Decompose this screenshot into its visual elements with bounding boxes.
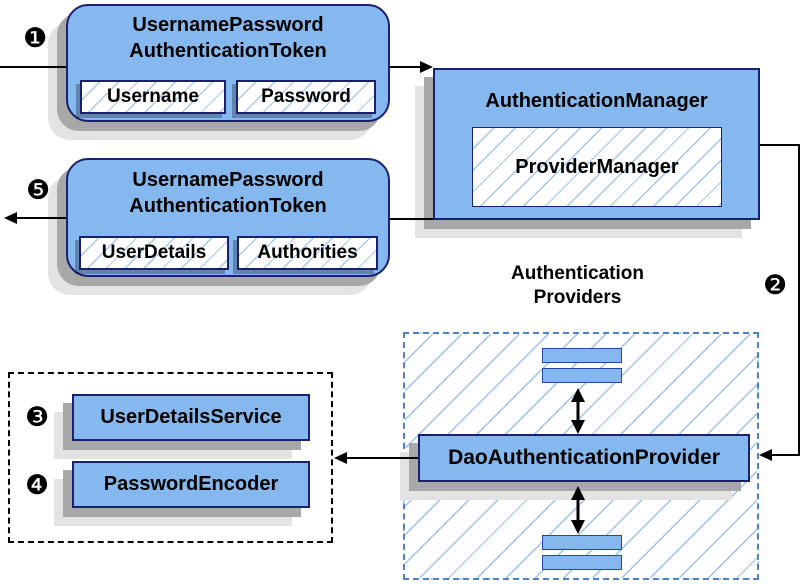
- authorities-field-box: Authorities: [237, 236, 378, 270]
- username-field-box: Username: [80, 80, 226, 114]
- step-3-badge: ❸: [25, 402, 50, 433]
- password-encoder-node: PasswordEncoder: [72, 461, 310, 508]
- provider-slot-bottom-2: [542, 555, 622, 570]
- result-token-node: UsernamePassword AuthenticationToken Use…: [66, 158, 390, 277]
- request-token-node: UsernamePassword AuthenticationToken Use…: [66, 4, 390, 122]
- password-encoder-label: PasswordEncoder: [103, 473, 279, 495]
- password-field-box: Password: [236, 80, 376, 114]
- provider-slot-top-2: [542, 368, 622, 383]
- userdetails-field-box: UserDetails: [79, 236, 229, 270]
- request-token-title-line2: AuthenticationToken: [129, 40, 327, 62]
- arrow-result-exit-head: [4, 212, 17, 224]
- result-token-title-line2: AuthenticationToken: [129, 195, 327, 217]
- user-details-service-node: UserDetailsService: [72, 394, 310, 441]
- username-field-label: Username: [107, 86, 199, 107]
- request-token-title-line1: UsernamePassword: [132, 14, 324, 36]
- services-container: [8, 372, 333, 543]
- user-details-service-label: UserDetailsService: [100, 406, 282, 428]
- dao-authentication-provider-label: DaoAuthenticationProvider: [448, 446, 720, 469]
- password-field-label: Password: [261, 86, 351, 107]
- provider-slot-top-1: [542, 348, 622, 363]
- userdetails-field-label: UserDetails: [101, 242, 207, 263]
- authorities-field-label: Authorities: [257, 242, 358, 263]
- provider-slot-bottom-1: [542, 535, 622, 550]
- result-token-title-line1: UsernamePassword: [132, 169, 324, 191]
- request-token-title: UsernamePassword AuthenticationToken: [68, 12, 388, 64]
- provider-manager-box: ProviderManager: [472, 127, 722, 207]
- step-4-badge: ❹: [25, 470, 50, 501]
- authentication-manager-title: AuthenticationManager: [485, 90, 708, 112]
- providers-group-title: Authentication Providers: [455, 262, 700, 310]
- step-1-badge: ❶: [23, 23, 48, 54]
- result-token-title: UsernamePassword AuthenticationToken: [68, 167, 388, 219]
- authentication-manager-node: AuthenticationManager ProviderManager: [433, 68, 760, 220]
- providers-group-title-line1: Authentication: [511, 263, 644, 284]
- provider-manager-label: ProviderManager: [515, 155, 679, 178]
- arrow-provider-to-services-head: [334, 452, 347, 464]
- dao-authentication-provider-node: DaoAuthenticationProvider: [418, 434, 750, 482]
- step-2-badge: ❷: [763, 270, 788, 301]
- arrow-manager-to-provider-head: [759, 449, 772, 461]
- arrow-token-to-manager-head: [420, 61, 433, 73]
- step-5-badge: ❺: [26, 175, 51, 206]
- providers-group-title-line2: Providers: [533, 287, 622, 308]
